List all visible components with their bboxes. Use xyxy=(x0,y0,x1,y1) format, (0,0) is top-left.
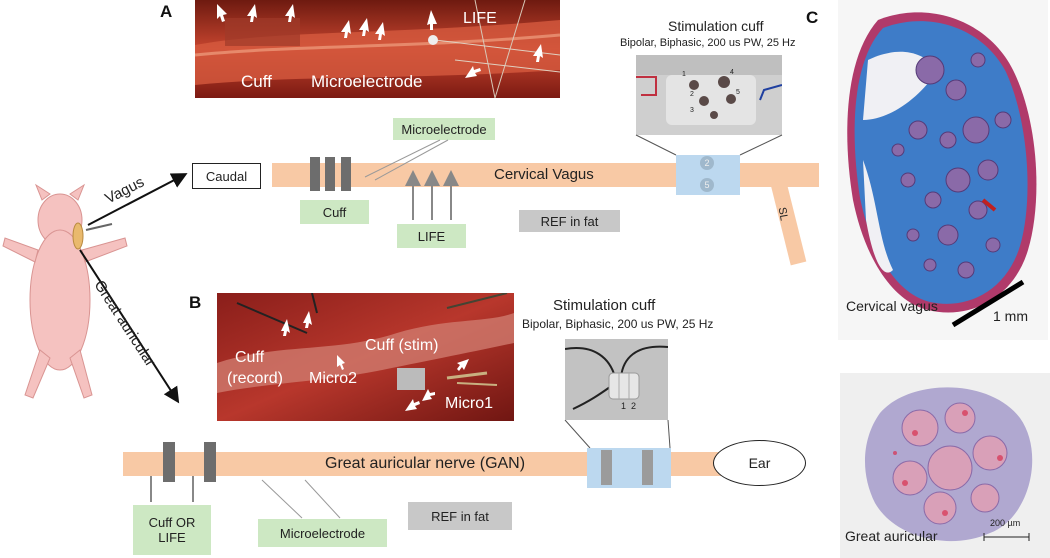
vagus-surgical-photo: Cuff Microelectrode LIFE xyxy=(195,0,560,98)
great-auricular-caption: Great auricular xyxy=(845,528,938,544)
stim-cuff-a-params: Bipolar, Biphasic, 200 us PW, 25 Hz xyxy=(620,37,796,49)
photo-label-life: LIFE xyxy=(463,10,497,27)
ref-in-fat-a: REF in fat xyxy=(519,210,620,232)
panel-a-letter: A xyxy=(160,2,173,21)
gan-surgical-photo: Cuff (record) Micro2 Cuff (stim) Micro1 xyxy=(217,293,514,421)
stim-photo-b-num-2: 2 xyxy=(631,401,637,411)
stim-photo-a-num-2: 2 xyxy=(690,91,694,98)
life-label-a: LIFE xyxy=(397,224,466,248)
gan-nerve-label: Great auricular nerve (GAN) xyxy=(325,455,526,472)
cuff-or-life-line-1: Cuff OR xyxy=(148,515,196,530)
vagus-cuff-contact-2 xyxy=(325,157,335,191)
photo-label-micro2: Micro2 xyxy=(309,370,358,387)
stim-cuff-b-title: Stimulation cuff xyxy=(553,297,656,314)
cuff-label-a: Cuff xyxy=(300,200,369,224)
cervical-vagus-histology: Cervical vagus 1 mm xyxy=(838,0,1048,340)
gan-stim-cuff xyxy=(587,448,671,488)
photo-label-cuff-stim: Cuff (stim) xyxy=(365,337,439,354)
vagus-stim-contact-2: 2 xyxy=(700,156,714,170)
vagus-arrow xyxy=(87,173,188,226)
stim-cuff-a-photo: 1 2 3 4 5 xyxy=(636,55,782,135)
ear-oval: Ear xyxy=(713,440,806,486)
gan-arrow xyxy=(79,249,180,404)
microelectrode-label-b: Microelectrode xyxy=(258,519,387,547)
panel-c-letter: C xyxy=(806,8,819,27)
ref-in-fat-b: REF in fat xyxy=(408,502,512,530)
gan-record-contact-1 xyxy=(163,442,175,482)
microelectrode-label-a: Microelectrode xyxy=(393,118,495,140)
gan-stim-contact-2 xyxy=(642,450,653,485)
photo-label-microelectrode: Microelectrode xyxy=(311,72,423,91)
vagus-cuff-contact-3 xyxy=(341,157,351,191)
stim-cuff-b-photo: 1 2 xyxy=(565,339,668,420)
photo-label-cuff-record-2: (record) xyxy=(227,370,284,387)
gan-stim-contact-1 xyxy=(601,450,612,485)
photo-label-micro1: Micro1 xyxy=(445,395,494,412)
cuff-or-life-line-2: LIFE xyxy=(158,530,186,545)
scale-bar-1mm-label: 1 mm xyxy=(993,308,1028,324)
stim-cuff-b-params: Bipolar, Biphasic, 200 us PW, 25 Hz xyxy=(522,317,714,331)
caudal-box: Caudal xyxy=(192,163,261,189)
stim-photo-a-num-5: 5 xyxy=(736,89,740,96)
pig-illustration xyxy=(2,183,128,399)
stim-photo-a-num-1: 1 xyxy=(682,71,686,78)
panel-b-letter: B xyxy=(189,293,202,312)
photo-label-cuff: Cuff xyxy=(241,72,272,91)
great-auricular-histology: Great auricular 200 µm xyxy=(840,373,1050,558)
vagus-cuff-contact-1 xyxy=(310,157,320,191)
vagus-stim-contact-5: 5 xyxy=(700,178,714,192)
cervical-vagus-caption: Cervical vagus xyxy=(846,298,938,314)
photo-label-cuff-record-1: Cuff xyxy=(235,349,265,366)
cervical-vagus-label: Cervical Vagus xyxy=(494,166,594,183)
scale-bar-200um-label: 200 µm xyxy=(990,518,1021,528)
stim-photo-b-num-1: 1 xyxy=(621,401,627,411)
gan-record-contact-2 xyxy=(204,442,216,482)
stim-photo-a-num-3: 3 xyxy=(690,107,694,114)
cuff-or-life-label: Cuff OR LIFE xyxy=(133,505,211,555)
stim-cuff-a-title: Stimulation cuff xyxy=(668,18,764,34)
stim-photo-a-num-4: 4 xyxy=(730,69,734,76)
